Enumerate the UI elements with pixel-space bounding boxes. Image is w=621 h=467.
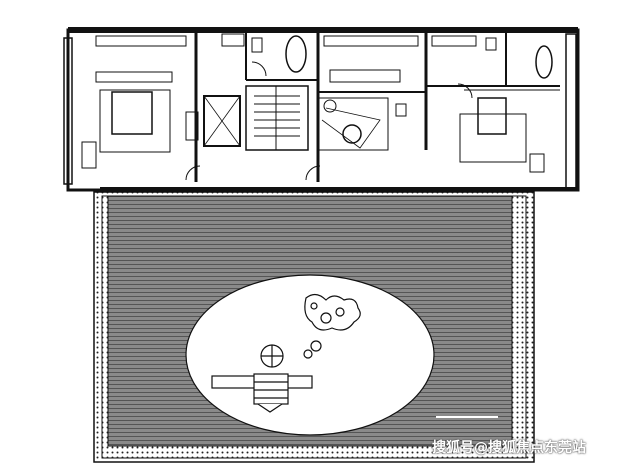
bathtub-east — [535, 45, 553, 79]
door-swing-3 — [251, 61, 267, 77]
bed-east-inner — [477, 97, 507, 135]
door-swing-1 — [185, 165, 201, 181]
left-balcony-rail — [63, 37, 73, 185]
elevator — [203, 95, 241, 147]
toilet-center — [251, 37, 263, 53]
armchair — [323, 99, 337, 113]
nightstand-east — [529, 153, 545, 173]
bed-west-inner — [111, 91, 153, 135]
watermark-text: 搜狐号@搜狐焦点东莞站 — [432, 440, 586, 456]
desk-west — [185, 111, 199, 141]
roof-deck — [93, 191, 535, 463]
door-swing-4 — [457, 83, 473, 99]
sofa-center-right — [317, 97, 389, 151]
vanity-center — [221, 33, 245, 47]
side-table — [395, 103, 407, 117]
bed-east — [459, 113, 527, 163]
toilet-east — [485, 37, 497, 51]
wardrobe-center-right — [323, 35, 419, 47]
bathtub-center — [285, 35, 307, 73]
flower-sculpture — [304, 293, 361, 331]
building-floor-plan — [63, 27, 580, 192]
bed-west — [99, 89, 171, 153]
play-structure — [211, 340, 322, 413]
right-balcony-rail — [565, 33, 577, 191]
door-swing-2 — [305, 165, 321, 181]
round-table — [342, 124, 362, 144]
wardrobe-west-2 — [95, 71, 173, 83]
wardrobe-west — [95, 35, 187, 47]
vanity-east — [431, 35, 477, 47]
nightstand-west — [81, 141, 97, 169]
outer-wall — [66, 28, 580, 192]
vanity-center-right — [329, 69, 401, 83]
stair-core — [245, 85, 309, 151]
